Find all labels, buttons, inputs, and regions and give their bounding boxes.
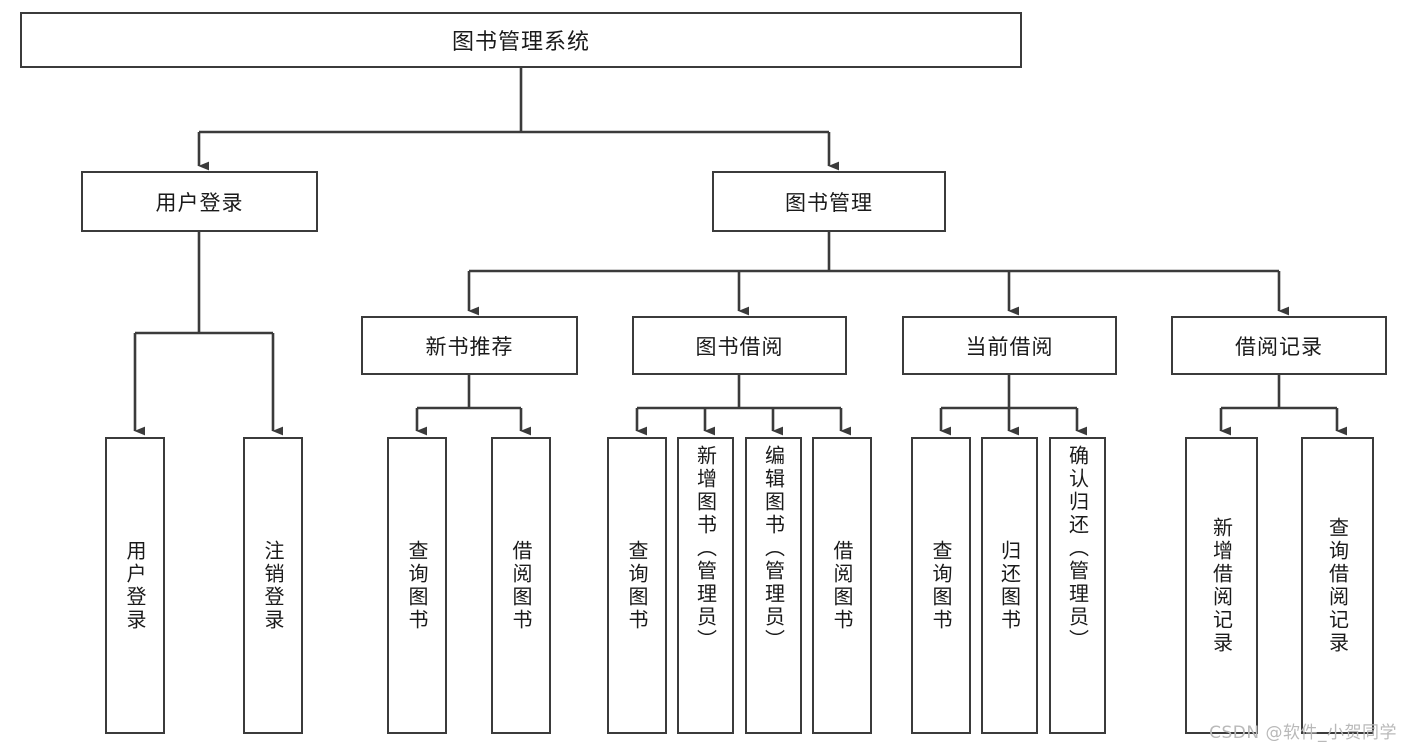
- leaf-user-login[interactable]: 用户登录: [105, 437, 165, 734]
- node-new-book-recommend[interactable]: 新书推荐: [361, 316, 578, 375]
- leaf-confirm-return-admin[interactable]: 确认归还（管理员）: [1049, 437, 1106, 734]
- leaf-add-book-admin[interactable]: 新增图书（管理员）: [677, 437, 734, 734]
- node-label: 当前借阅: [965, 334, 1054, 359]
- node-label: 新增图书（管理员）: [693, 445, 718, 652]
- node-label: 借阅图书: [509, 539, 533, 632]
- leaf-query-book-borrow[interactable]: 查询图书: [607, 437, 667, 734]
- leaf-add-borrow-record[interactable]: 新增借阅记录: [1185, 437, 1258, 734]
- node-label: 新增借阅记录: [1209, 516, 1234, 655]
- leaf-borrow-book[interactable]: 借阅图书: [812, 437, 872, 734]
- node-root-system[interactable]: 图书管理系统: [20, 12, 1022, 68]
- node-label: 确认归还（管理员）: [1065, 445, 1090, 652]
- leaf-borrow-book-recommend[interactable]: 借阅图书: [491, 437, 551, 734]
- node-label: 查询图书: [929, 539, 953, 632]
- node-label: 查询图书: [405, 539, 429, 632]
- node-label: 查询借阅记录: [1325, 516, 1350, 655]
- node-current-borrow[interactable]: 当前借阅: [902, 316, 1117, 375]
- leaf-query-borrow-record[interactable]: 查询借阅记录: [1301, 437, 1374, 734]
- node-label: 图书管理: [785, 190, 873, 215]
- node-label: 归还图书: [997, 539, 1022, 632]
- node-label: 注销登录: [261, 539, 285, 632]
- node-book-management[interactable]: 图书管理: [712, 171, 946, 232]
- node-label: 借阅记录: [1235, 334, 1323, 359]
- node-book-borrow[interactable]: 图书借阅: [632, 316, 847, 375]
- node-label: 用户登录: [155, 190, 244, 215]
- node-user-login[interactable]: 用户登录: [81, 171, 318, 232]
- leaf-logout[interactable]: 注销登录: [243, 437, 303, 734]
- leaf-edit-book-admin[interactable]: 编辑图书（管理员）: [745, 437, 802, 734]
- node-label: 图书管理系统: [451, 30, 590, 55]
- leaf-return-book[interactable]: 归还图书: [981, 437, 1038, 734]
- node-label: 图书借阅: [695, 334, 784, 359]
- node-borrow-record[interactable]: 借阅记录: [1171, 316, 1387, 375]
- node-label: 借阅图书: [830, 539, 854, 632]
- leaf-query-book-current[interactable]: 查询图书: [911, 437, 971, 734]
- node-label: 用户登录: [123, 539, 147, 632]
- node-label: 编辑图书（管理员）: [761, 445, 786, 652]
- node-label: 新书推荐: [425, 334, 514, 359]
- node-label: 查询图书: [625, 539, 649, 632]
- leaf-query-book-recommend[interactable]: 查询图书: [387, 437, 447, 734]
